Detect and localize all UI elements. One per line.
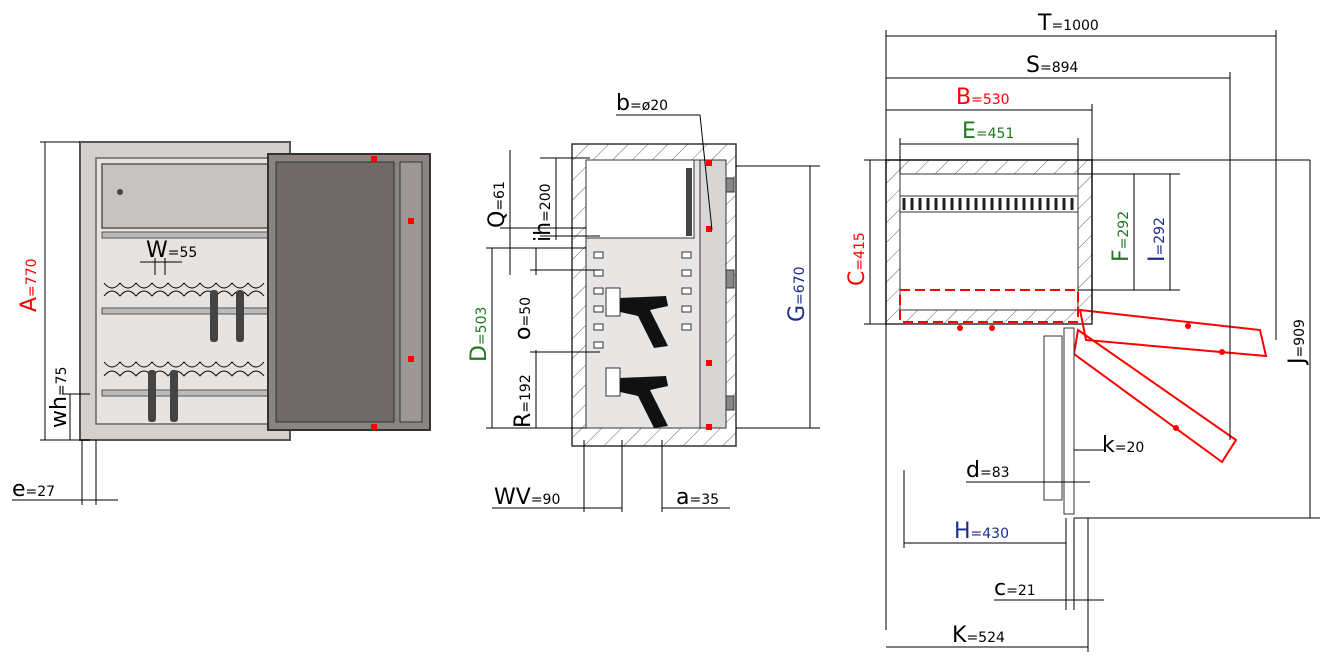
label-H: H=430 <box>954 519 1009 544</box>
dimension-labels: A=770 W=55 wh=75 e=27 b=ø20 Q=61 ih=200 … <box>12 11 1310 648</box>
label-o: o=50 <box>511 297 536 340</box>
top-view <box>864 30 1320 652</box>
pistol-icon <box>620 296 668 348</box>
label-K: K=524 <box>952 623 1005 648</box>
label-E: E=451 <box>962 119 1014 144</box>
label-A: A=770 <box>17 258 42 312</box>
label-c: c=21 <box>994 576 1036 601</box>
label-R: R=192 <box>511 374 536 428</box>
label-C: C=415 <box>845 232 870 286</box>
label-B: B=530 <box>956 85 1010 110</box>
front-view <box>12 141 431 505</box>
label-Q: Q=61 <box>485 181 510 228</box>
label-e: e=27 <box>12 477 55 502</box>
label-b: b=ø20 <box>616 91 668 116</box>
label-J: J=909 <box>1285 319 1310 366</box>
inner-compartment <box>101 163 269 229</box>
label-T: T=1000 <box>1037 11 1099 36</box>
door-swing-partial <box>1072 328 1238 464</box>
label-d: d=83 <box>966 458 1010 483</box>
label-a: a=35 <box>676 485 719 510</box>
label-wh: wh=75 <box>47 367 72 428</box>
side-view <box>486 114 820 512</box>
label-ih: ih=200 <box>531 183 556 242</box>
label-I: I=292 <box>1145 217 1170 262</box>
label-W: W=55 <box>146 238 197 263</box>
label-F: F=292 <box>1109 211 1134 262</box>
door-swing-open <box>1078 308 1268 358</box>
label-G: G=670 <box>785 266 810 322</box>
label-D: D=503 <box>467 307 492 362</box>
door-closed-section <box>1043 335 1063 501</box>
label-k: k=20 <box>1102 433 1144 458</box>
label-S: S=894 <box>1026 53 1079 78</box>
label-WV: WV=90 <box>494 485 560 510</box>
pistol-icon <box>620 376 668 428</box>
